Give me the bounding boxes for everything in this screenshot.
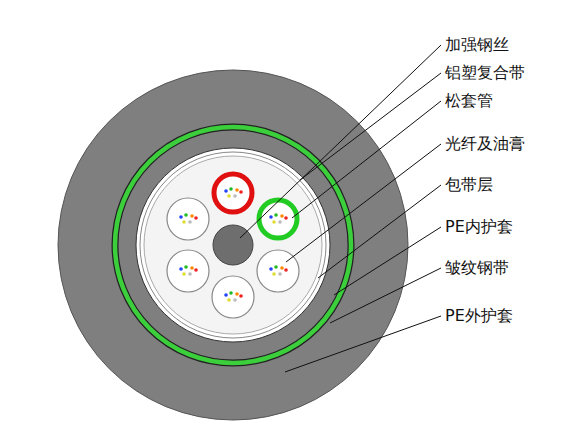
optical-fibre: [184, 213, 188, 217]
optical-fibre: [227, 298, 231, 302]
loose-tube: [167, 198, 209, 240]
optical-fibre: [194, 268, 198, 272]
part-label: PE内护套: [445, 217, 513, 236]
tube-wall: [167, 198, 209, 240]
leader-line: [300, 73, 441, 180]
optical-fibre: [182, 220, 186, 224]
leader-line: [330, 268, 441, 323]
optical-fibre: [235, 292, 239, 296]
leader-line: [334, 227, 441, 295]
optical-fibre: [190, 214, 194, 218]
pe-inner-sheath: [119, 131, 347, 359]
optical-fibre: [194, 216, 198, 220]
optical-fibre: [239, 190, 243, 194]
optical-fibre: [272, 272, 276, 276]
optical-fibre: [227, 194, 231, 198]
wrapping-tape: [144, 156, 322, 334]
loose-tube: [212, 276, 254, 318]
optical-fibre: [239, 294, 243, 298]
optical-fibre: [184, 265, 188, 269]
tube-wall: [167, 250, 209, 292]
loose-tube: [259, 200, 297, 238]
leader-line: [318, 185, 441, 278]
optical-fibre: [190, 266, 194, 270]
leader-line: [285, 316, 441, 372]
part-label: 皱纹钢带: [445, 258, 509, 277]
optical-fibre: [224, 293, 228, 297]
part-label: 松套管: [445, 91, 493, 110]
optical-fibre: [274, 265, 278, 269]
optical-fibre: [269, 267, 273, 271]
optical-fibre: [274, 213, 278, 217]
tube-wall: [259, 200, 297, 238]
loose-tube: [214, 174, 252, 212]
optical-fibre: [229, 291, 233, 295]
optical-fibre: [179, 267, 183, 271]
optical-fibre: [269, 215, 273, 219]
pe-outer-sheath: [58, 70, 408, 420]
optical-fibre: [188, 272, 192, 276]
optical-fibre: [188, 220, 192, 224]
optical-fibre: [224, 189, 228, 193]
optical-fibre: [179, 215, 183, 219]
corrugated-steel-tape: [115, 127, 351, 363]
optical-fibre: [278, 272, 282, 276]
optical-fibre: [182, 272, 186, 276]
optical-fibre: [284, 216, 288, 220]
optical-fibre: [284, 268, 288, 272]
part-label: 加强钢丝: [445, 35, 509, 54]
tube-wall: [212, 276, 254, 318]
optical-fibre: [272, 220, 276, 224]
optical-fibre: [233, 194, 237, 198]
loose-tubes: [167, 174, 299, 318]
optical-fibre: [233, 298, 237, 302]
part-label: 铝塑复合带: [445, 63, 525, 82]
part-label: PE外护套: [445, 306, 513, 325]
tube-wall: [214, 174, 252, 212]
loose-tube: [167, 250, 209, 292]
part-label: 光纤及油膏: [445, 134, 525, 153]
optical-fibre: [280, 214, 284, 218]
part-label: 包带层: [445, 175, 493, 194]
wrapping-tape-outer: [140, 152, 326, 338]
leader-line: [240, 45, 441, 238]
optical-fibre: [278, 220, 282, 224]
aluminium-plastic-tape: [136, 148, 330, 342]
steel-tape-edge: [115, 127, 351, 363]
optical-fibre: [280, 266, 284, 270]
optical-fibre: [235, 188, 239, 192]
optical-fibre: [229, 187, 233, 191]
